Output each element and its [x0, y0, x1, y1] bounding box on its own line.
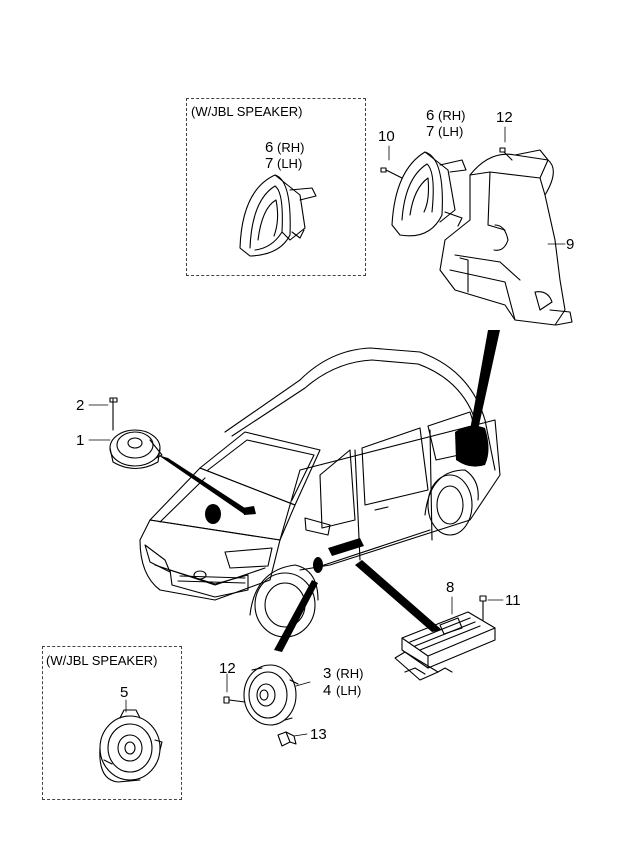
callout-7-top: 7: [426, 123, 435, 140]
callout-6-box: 6: [265, 139, 274, 156]
part-11-screw-illustration: [479, 595, 487, 621]
callout-7-box-side: (LH): [277, 156, 303, 171]
callout-4-side: (LH): [336, 683, 362, 698]
callout-3: 3: [323, 665, 332, 682]
front-door-speaker-3-4-illustration: [243, 664, 299, 726]
jbl-option-box-top-title: (W/JBL SPEAKER): [191, 104, 303, 119]
part-12-top-screw-illustration: [499, 147, 513, 161]
front-door-speaker-location: [313, 557, 323, 573]
front-dash-speaker-location: [205, 504, 221, 524]
part-8-amplifier-illustration: [394, 611, 496, 681]
callout-2: 2: [76, 397, 85, 414]
jbl-option-box-bottom-title: (W/JBL SPEAKER): [46, 653, 158, 668]
callout-11: 11: [505, 592, 521, 609]
part-13-clip-illustration: [277, 731, 297, 747]
jbl-front-speaker-5-illustration: [99, 709, 163, 783]
callout-7-top-side: (LH): [438, 124, 464, 139]
callout-6-top: 6: [426, 107, 435, 124]
amplifier-location: [328, 538, 364, 556]
callout-1: 1: [76, 432, 85, 449]
callout-13: 13: [310, 726, 327, 743]
callout-3-side: (RH): [336, 666, 364, 681]
jbl-option-box-bottom: [42, 646, 182, 800]
callout-7-box: 7: [265, 155, 274, 172]
part-1-speaker-illustration: [109, 429, 163, 470]
callout-5: 5: [120, 684, 129, 701]
callout-6-top-side: (RH): [438, 108, 466, 123]
callout-6-box-side: (RH): [277, 140, 305, 155]
callout-8: 8: [446, 579, 455, 596]
rear-door-speaker-6-7-illustration: [391, 151, 467, 237]
callout-10: 10: [378, 128, 395, 145]
jbl-option-box-top: [186, 98, 366, 276]
dash-tweeter-location: [242, 506, 256, 515]
callout-4: 4: [323, 682, 332, 699]
callout-12-bottom: 12: [219, 660, 236, 677]
callout-9: 9: [566, 236, 575, 253]
part-9-subwoofer-enclosure-illustration: [439, 149, 573, 326]
part-10-screw-illustration: [380, 167, 403, 179]
jbl-door-speaker-6-7-illustration: [239, 174, 317, 257]
part-2-screw-illustration: [109, 397, 118, 431]
callout-12-top: 12: [496, 109, 513, 126]
rear-woofer-location: [455, 425, 489, 467]
part-12-bottom-screw-illustration: [223, 696, 246, 704]
